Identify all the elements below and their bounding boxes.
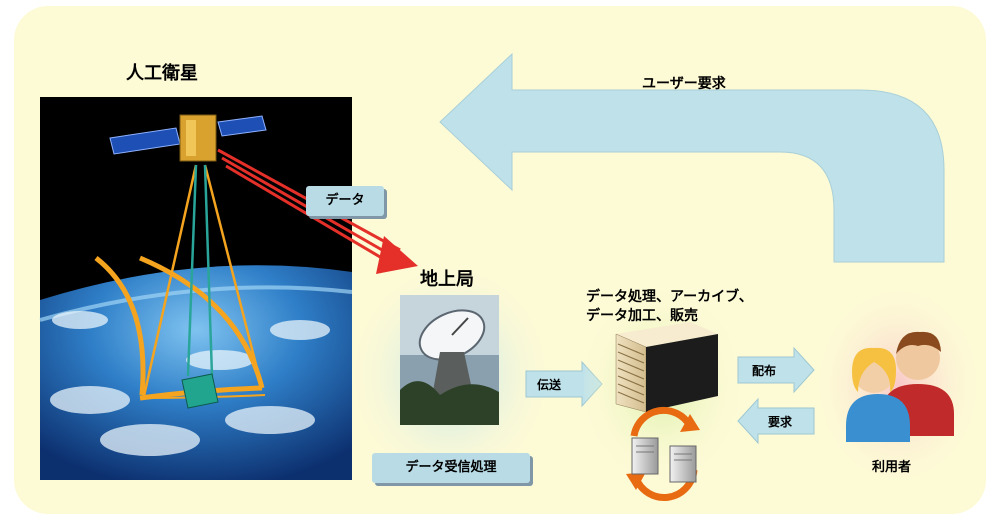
users-glow	[818, 290, 978, 480]
transfer-label: 伝送	[537, 378, 562, 392]
processing-label-line1: データ処理、アーカイブ、	[586, 289, 753, 305]
request-arrow	[737, 397, 815, 445]
ground-station-label: 地上局	[420, 269, 474, 290]
users-icon	[846, 331, 954, 442]
building-icon	[615, 322, 718, 413]
users-label: 利用者	[872, 460, 912, 475]
user-request-label: ユーザー要求	[642, 76, 726, 92]
antenna-photo	[400, 295, 499, 425]
data-tag: データ	[306, 186, 384, 216]
user-request-arrow	[439, 52, 945, 263]
distribution-arrow	[737, 346, 815, 394]
server-cycle-icon	[626, 406, 700, 501]
data-reception-tag: データ受信処理	[372, 453, 530, 483]
satellite-image	[39, 97, 353, 480]
distribution-label: 配布	[752, 364, 777, 378]
request-label: 要求	[768, 415, 793, 429]
satellite-label: 人工衛星	[126, 63, 198, 84]
processing-label-line2: データ加工、販売	[586, 308, 698, 324]
